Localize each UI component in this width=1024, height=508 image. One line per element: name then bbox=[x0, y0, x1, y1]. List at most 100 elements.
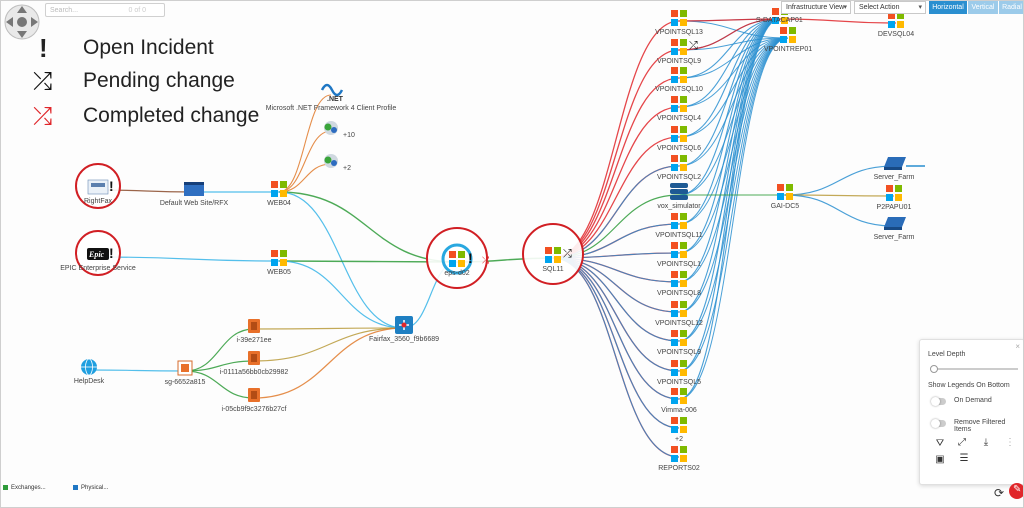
node-vox[interactable]: vox_simulator bbox=[657, 183, 701, 210]
node-vps2[interactable]: VPOINTSQL2 bbox=[657, 155, 701, 181]
save-icon[interactable]: ▣ bbox=[935, 454, 945, 465]
node-i05[interactable]: i-05cb9f9c3276b27cf bbox=[222, 388, 287, 413]
link-edge[interactable] bbox=[678, 37, 789, 167]
node-vpsa[interactable]: VPOINTSQL9⤮ bbox=[657, 39, 701, 65]
node-plus10[interactable]: +10 bbox=[324, 121, 355, 139]
pan-control[interactable] bbox=[3, 3, 41, 41]
refresh-icon[interactable]: ⟳ bbox=[994, 486, 1005, 500]
node-vps11[interactable]: VPOINTSQL11 bbox=[655, 213, 703, 239]
node-rightfax[interactable]: RightFax! bbox=[84, 178, 114, 205]
node-vimma[interactable]: Vimma-006 bbox=[661, 388, 697, 414]
node-plus2a[interactable]: +2 bbox=[324, 154, 351, 172]
on-demand-toggle[interactable] bbox=[931, 397, 946, 406]
link-edge[interactable] bbox=[678, 37, 789, 372]
link-edge[interactable] bbox=[678, 37, 789, 400]
node-gaidc[interactable]: GAI-DC5 bbox=[771, 184, 800, 210]
node-vps9[interactable]: VPOINTSQL9 bbox=[657, 330, 701, 356]
close-icon[interactable]: × bbox=[1015, 342, 1020, 351]
node-reports[interactable]: REPORTS02 bbox=[658, 446, 700, 472]
link-edge[interactable] bbox=[278, 130, 332, 193]
link-edge[interactable] bbox=[678, 37, 789, 283]
remove-filtered-toggle[interactable] bbox=[931, 419, 946, 428]
link-edge[interactable] bbox=[278, 260, 405, 329]
node-farm2[interactable]: Server_Farm bbox=[874, 217, 915, 241]
link-edge[interactable] bbox=[678, 37, 789, 342]
link-edge[interactable] bbox=[278, 94, 332, 193]
node-vps13[interactable]: VPOINTSQL13 bbox=[655, 10, 703, 36]
level-depth-track[interactable] bbox=[932, 368, 1018, 370]
link-edge[interactable] bbox=[552, 257, 680, 400]
link-edge[interactable] bbox=[678, 18, 781, 400]
link-edge[interactable] bbox=[88, 369, 186, 372]
link-edge[interactable] bbox=[678, 18, 781, 108]
link-edge[interactable] bbox=[678, 18, 781, 283]
link-edge[interactable] bbox=[184, 360, 255, 372]
edit-button[interactable]: ✎ bbox=[1009, 483, 1023, 499]
node-i39[interactable]: i-39e271ee bbox=[236, 319, 272, 344]
node-web05[interactable]: WEB05 bbox=[267, 250, 291, 276]
node-plus2b[interactable]: +2 bbox=[671, 417, 687, 443]
filter-icon[interactable]: ⛛ bbox=[935, 438, 945, 449]
link-edge[interactable] bbox=[784, 194, 895, 227]
link-edge[interactable] bbox=[678, 18, 781, 196]
node-vps4[interactable]: VPOINTSQL4 bbox=[657, 96, 701, 122]
view-select[interactable]: Infrastructure View bbox=[781, 1, 851, 14]
node-p2pa[interactable]: P2PAPU01 bbox=[877, 185, 912, 211]
link-edge[interactable] bbox=[678, 18, 781, 342]
link-edge[interactable] bbox=[678, 18, 781, 254]
layout-radial-button[interactable]: Radial bbox=[999, 1, 1023, 14]
link-edge[interactable] bbox=[552, 257, 680, 458]
search-input[interactable]: Search... 0 of 0 bbox=[45, 3, 165, 17]
list-icon[interactable]: ☰ bbox=[959, 453, 969, 464]
node-eps[interactable]: eps-d02! bbox=[444, 250, 472, 277]
link-edge[interactable] bbox=[184, 328, 255, 372]
link-edge[interactable] bbox=[678, 37, 789, 108]
node-devsql[interactable]: DEVSQL04 bbox=[878, 12, 914, 38]
expand-icon[interactable]: ⤢ bbox=[958, 437, 966, 448]
link-edge[interactable] bbox=[253, 327, 405, 330]
link-edge[interactable] bbox=[678, 18, 781, 167]
level-depth-slider[interactable] bbox=[930, 365, 938, 373]
node-fairfax[interactable]: Fairfax_3560_f9b6689 bbox=[369, 316, 439, 343]
node-vps10[interactable]: VPOINTSQL10 bbox=[655, 67, 703, 93]
node-vps5[interactable]: VPOINTSQL5 bbox=[657, 360, 701, 386]
link-edge[interactable] bbox=[678, 18, 781, 51]
node-vps1[interactable]: VPOINTSQL1 bbox=[657, 242, 701, 268]
link-edge[interactable] bbox=[784, 165, 895, 196]
node-default_web[interactable]: Default Web Site/RFX bbox=[160, 182, 229, 207]
link-edge[interactable] bbox=[678, 37, 789, 138]
layout-horizontal-button[interactable]: Horizontal bbox=[929, 1, 967, 14]
link-edge[interactable] bbox=[678, 18, 781, 79]
link-edge[interactable] bbox=[678, 18, 781, 22]
link-edge[interactable] bbox=[678, 37, 789, 313]
node-vps8[interactable]: VPOINTSQL8 bbox=[657, 271, 701, 297]
link-edge[interactable] bbox=[678, 18, 781, 225]
node-sql11[interactable]: SQL11⤮ bbox=[542, 247, 572, 273]
link-edge[interactable] bbox=[278, 191, 405, 329]
node-farm1[interactable]: Server_Farm bbox=[874, 157, 915, 181]
node-vps12[interactable]: VPOINTSQL12 bbox=[655, 301, 703, 327]
layout-vertical-button[interactable]: Vertical bbox=[968, 1, 998, 14]
action-select[interactable]: Select Action bbox=[854, 1, 926, 14]
link-edge[interactable] bbox=[779, 18, 897, 24]
link-edge[interactable] bbox=[678, 20, 789, 39]
link-edge[interactable] bbox=[678, 37, 789, 79]
link-edge[interactable] bbox=[253, 327, 405, 399]
node-web04[interactable]: WEB04 bbox=[267, 181, 291, 207]
link-edge[interactable] bbox=[552, 257, 680, 429]
link-edge[interactable] bbox=[678, 18, 781, 138]
node-i0111[interactable]: i-0111a56bb0cb29982 bbox=[220, 351, 289, 376]
node-vps6[interactable]: VPOINTSQL6 bbox=[657, 126, 701, 152]
link-edge[interactable] bbox=[253, 327, 405, 362]
node-helpdesk[interactable]: HelpDesk bbox=[74, 358, 105, 385]
link-edge[interactable] bbox=[784, 194, 895, 197]
link-edge[interactable] bbox=[184, 370, 255, 399]
node-vpointrep[interactable]: VPOINTREP01 bbox=[764, 27, 812, 53]
download-icon[interactable]: ⤓ bbox=[983, 437, 989, 448]
more-icon[interactable]: ⋮ bbox=[1005, 437, 1015, 448]
link-edge[interactable] bbox=[97, 256, 280, 262]
